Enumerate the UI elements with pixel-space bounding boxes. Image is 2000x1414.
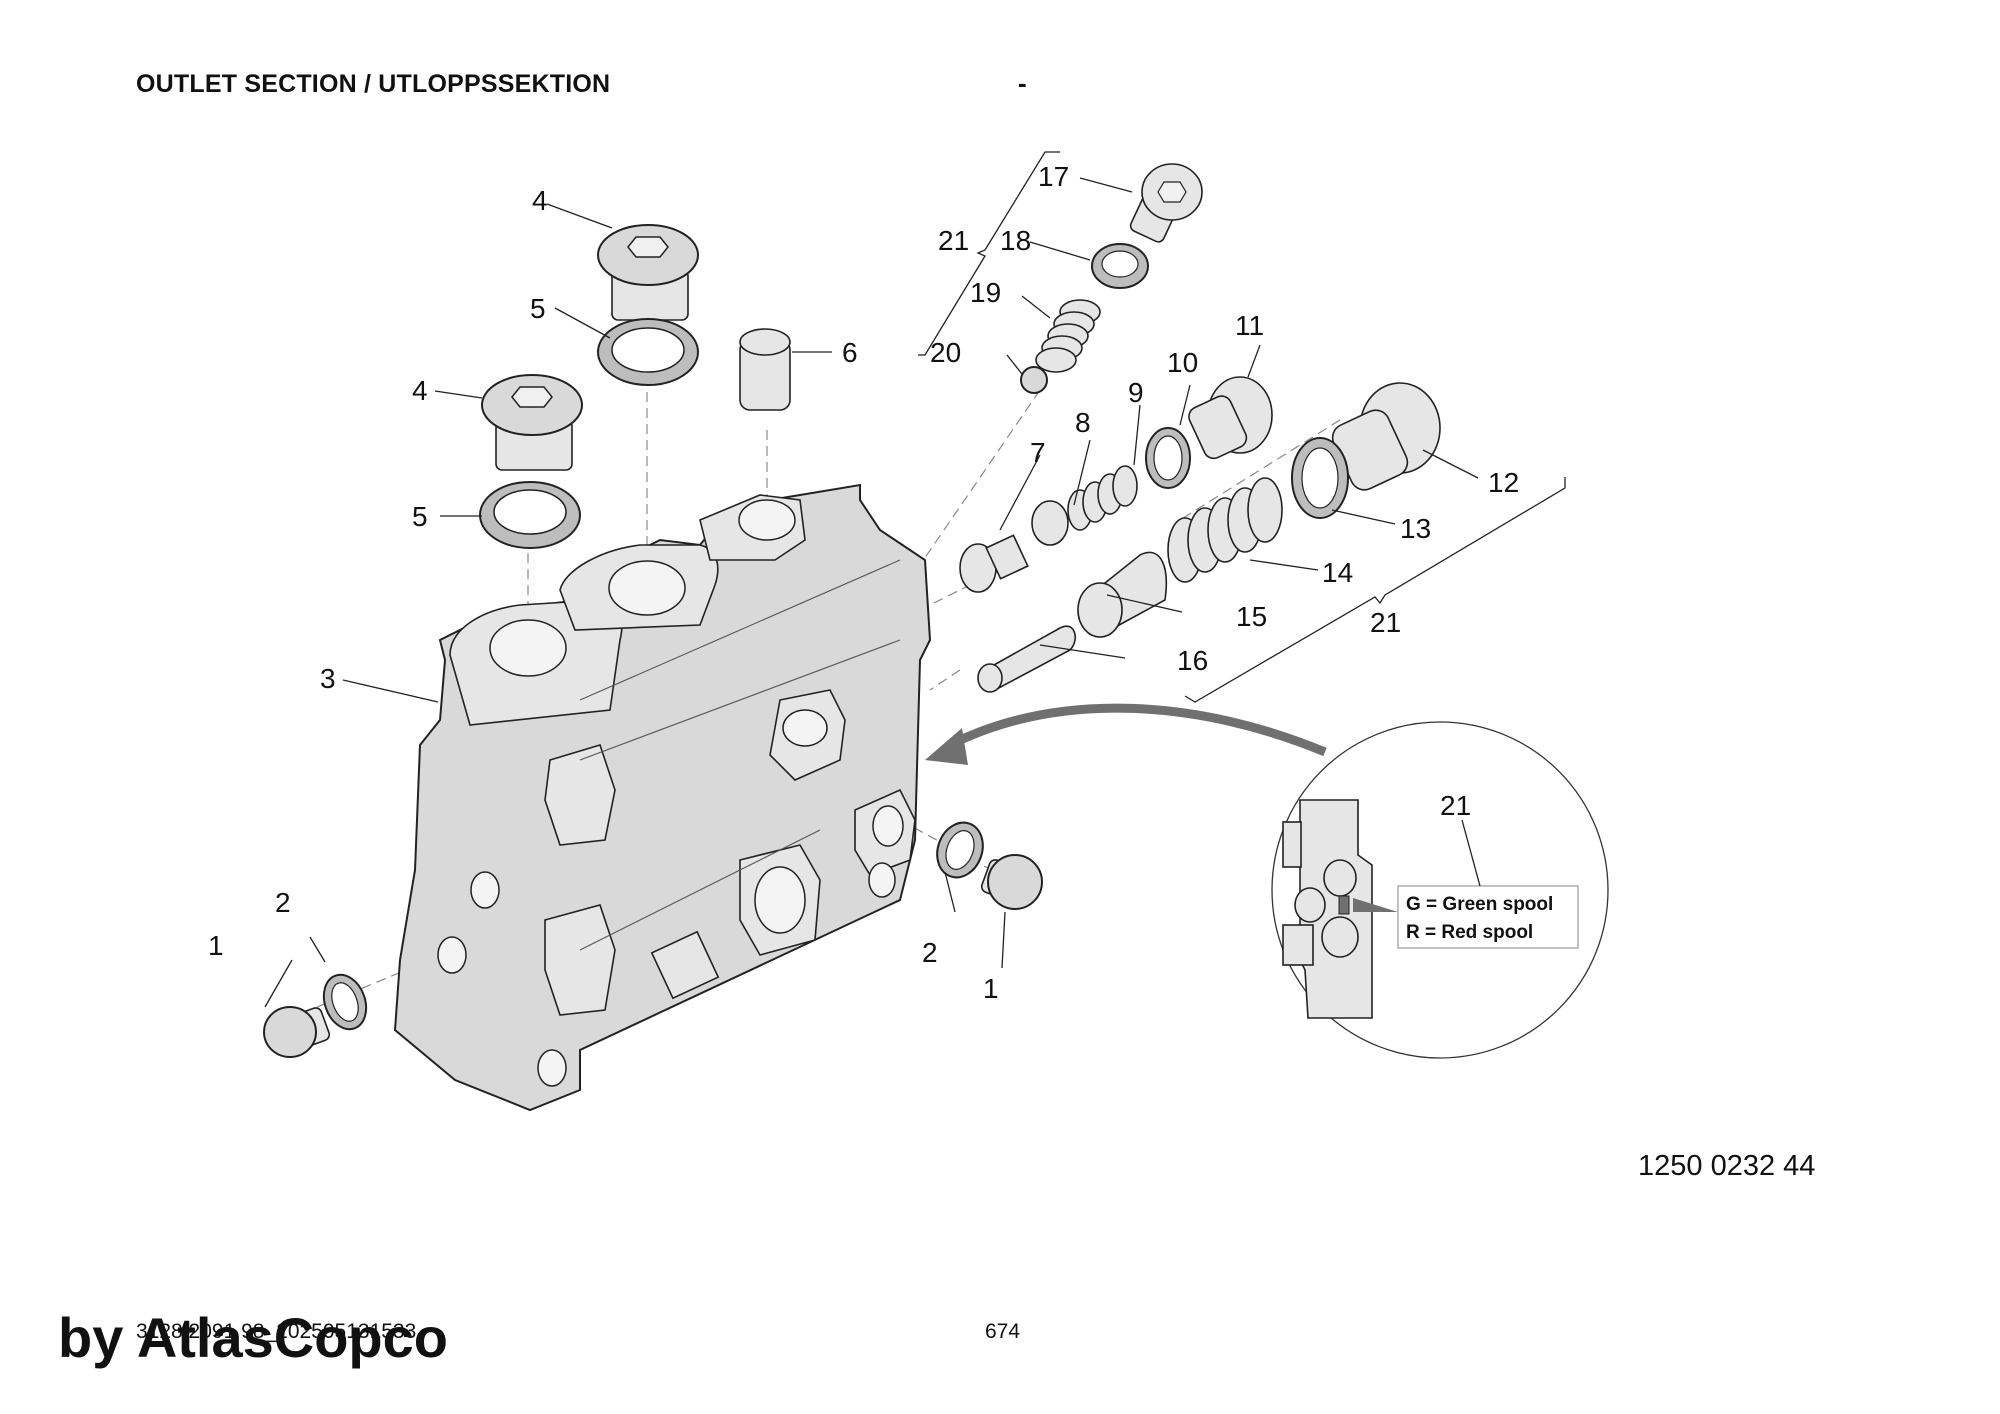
detail-arrow [925, 703, 1327, 765]
drawing-number: 1250 0232 44 [1638, 1150, 1816, 1182]
callout-16: 16 [1177, 645, 1208, 676]
piston-15[interactable] [1077, 551, 1167, 638]
plug-12[interactable] [1328, 382, 1441, 494]
spring-9[interactable] [1067, 465, 1138, 531]
callout-5: 5 [530, 293, 546, 324]
washer-2-right-hole [945, 830, 975, 870]
washer-5-upper-hole [611, 327, 685, 373]
bracket-21-top [918, 151, 1060, 356]
callout-11: 11 [1235, 310, 1264, 341]
header-separator: - [1018, 68, 1027, 98]
spring-19[interactable] [1035, 299, 1101, 373]
screw-17[interactable] [1129, 163, 1203, 244]
callout-20: 20 [930, 337, 961, 368]
callout-1: 1 [983, 973, 999, 1004]
callout-13: 13 [1400, 513, 1431, 544]
callout-1: 1 [208, 930, 224, 961]
callout-21: 21 [938, 225, 969, 256]
page-title: OUTLET SECTION / UTLOPPSSEKTION [136, 70, 611, 98]
callout-10: 10 [1167, 347, 1198, 378]
watermark: by AtlasCopco [58, 1306, 448, 1369]
document-id: 3128 2091 98_202505131533 [136, 1320, 417, 1343]
callout-5: 5 [412, 501, 428, 532]
callout-15: 15 [1236, 601, 1267, 632]
spring-14[interactable] [1167, 477, 1283, 583]
ball-20[interactable] [1020, 366, 1048, 394]
callout-2: 2 [922, 937, 938, 968]
legend-red-spool: R = Red spool [1406, 922, 1533, 943]
spool-indicator [1338, 895, 1350, 915]
bracket-21-bottom [1184, 477, 1566, 703]
page-number: 674 [985, 1320, 1021, 1343]
washer-5-lower-hole [493, 489, 567, 535]
plug-1-left[interactable] [263, 1006, 331, 1058]
plug-1-right[interactable] [980, 854, 1043, 910]
callout-9: 9 [1128, 377, 1144, 408]
callout-19: 19 [970, 277, 1001, 308]
plug-6[interactable] [739, 328, 791, 411]
callout-4: 4 [412, 375, 428, 406]
detail-view-21: G = Green spool R = Red spool 21 [1271, 721, 1609, 1059]
spool-parts [959, 163, 1441, 693]
plug-4-upper[interactable] [597, 224, 699, 321]
callout-3: 3 [320, 663, 336, 694]
callout-12: 12 [1488, 467, 1519, 498]
callout-7: 7 [1030, 437, 1046, 468]
callout-21: 21 [1370, 607, 1401, 638]
callout-18: 18 [1000, 225, 1031, 256]
callout-8: 8 [1075, 407, 1091, 438]
legend-green-spool: G = Green spool [1406, 894, 1553, 915]
callout-2: 2 [275, 887, 291, 918]
valve-body[interactable] [393, 483, 932, 1112]
callout-6: 6 [842, 337, 858, 368]
callout-14: 14 [1322, 557, 1353, 588]
leader-lines [264, 177, 1479, 1008]
callout-numbers: 4 5 6 4 5 3 17 18 19 20 21 7 8 9 10 11 1… [208, 161, 1519, 1004]
washer-2-left-hole [331, 982, 359, 1022]
part-8[interactable] [1031, 500, 1069, 546]
plug-11[interactable] [1186, 376, 1273, 462]
callout-21-detail: 21 [1440, 790, 1471, 821]
callout-4: 4 [532, 185, 548, 216]
plug-4-lower[interactable] [481, 374, 583, 471]
callout-17: 17 [1038, 161, 1069, 192]
spool-16[interactable] [977, 625, 1076, 693]
